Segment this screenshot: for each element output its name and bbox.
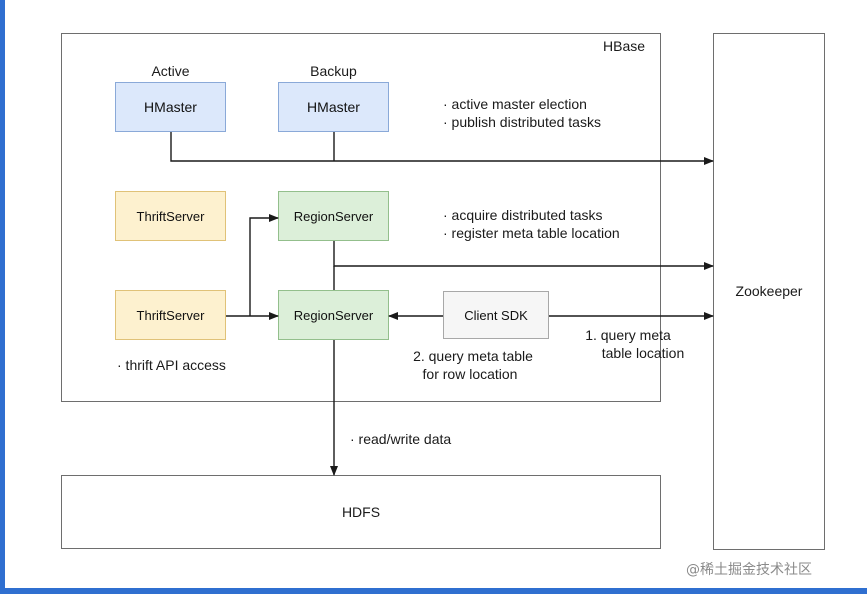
edge-thrift-to-region-top [249,214,279,316]
annotation-row-location-line1: 2. query meta table [413,348,533,364]
region-note-acquire: · acquire distributed tasks [443,207,603,223]
region-note-register: · register meta table location [443,225,620,241]
thrift-server-top: ThriftServer [115,191,226,241]
annotation-query-meta-line2: table location [601,345,685,361]
backup-hmaster-node: HMaster [278,82,389,132]
active-role-label: Active [151,63,190,79]
master-note-election: · active master election [443,96,587,112]
thrift-note-api: · thrift API access [117,357,226,373]
window-bottom-edge [0,588,867,594]
zookeeper-box [713,33,825,550]
edge-active-master-to-zookeeper [170,132,714,165]
annotation-query-meta-line1: 1. query meta [585,327,671,343]
hdfs-label: HDFS [341,504,381,520]
edge-region-to-zookeeper [333,241,714,270]
zookeeper-label: Zookeeper [735,283,803,299]
window-left-edge [0,0,5,594]
hdfs-box [61,475,661,549]
hbase-title: HBase [603,38,646,54]
hbase-container [61,33,661,402]
thrift-server-bottom: ThriftServer [115,290,226,340]
client-sdk-node: Client SDK [443,291,549,339]
region-server-bottom: RegionServer [278,290,389,340]
backup-role-label: Backup [310,63,357,79]
annotation-read-write: · read/write data [350,431,452,447]
annotation-row-location-line2: for row location [422,366,518,382]
region-server-top: RegionServer [278,191,389,241]
master-note-publish: · publish distributed tasks [443,114,601,130]
active-hmaster-node: HMaster [115,82,226,132]
watermark-text: @稀土掘金技术社区 [686,562,812,578]
